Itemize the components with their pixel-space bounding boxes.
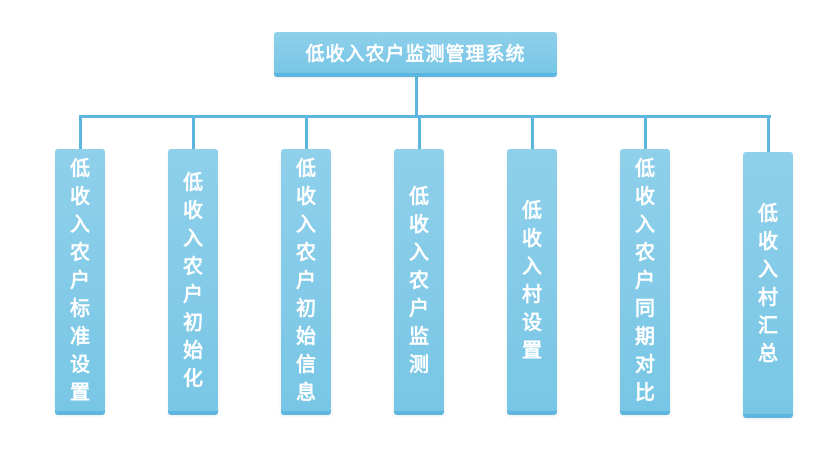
root-node-label: 低收入农户监测管理系统	[305, 43, 526, 65]
child-connector	[531, 116, 534, 149]
child-node-label: 低收入农户同期对比	[635, 156, 655, 404]
child-connector	[767, 116, 770, 152]
child-node: 低收入村设置	[507, 149, 557, 411]
child-node-label: 低收入村汇总	[758, 201, 778, 365]
child-node: 低收入农户同期对比	[620, 149, 670, 411]
child-node: 低收入村汇总	[743, 152, 793, 414]
child-connector	[79, 116, 82, 149]
child-node-label: 低收入农户标准设置	[70, 156, 90, 404]
child-node-label: 低收入农户初始化	[183, 170, 203, 390]
child-node: 低收入农户监测	[394, 149, 444, 411]
child-connector	[418, 116, 421, 149]
horizontal-connector	[79, 115, 771, 118]
root-node: 低收入农户监测管理系统	[274, 32, 557, 73]
child-node-label: 低收入农户初始信息	[296, 156, 316, 404]
root-connector	[415, 75, 418, 117]
child-node: 低收入农户初始信息	[281, 149, 331, 411]
child-node: 低收入农户初始化	[168, 149, 218, 411]
child-node: 低收入农户标准设置	[55, 149, 105, 411]
child-connector	[644, 116, 647, 149]
child-connector	[192, 116, 195, 149]
child-node-label: 低收入农户监测	[409, 184, 429, 376]
child-node-label: 低收入村设置	[522, 198, 542, 362]
child-connector	[305, 116, 308, 149]
